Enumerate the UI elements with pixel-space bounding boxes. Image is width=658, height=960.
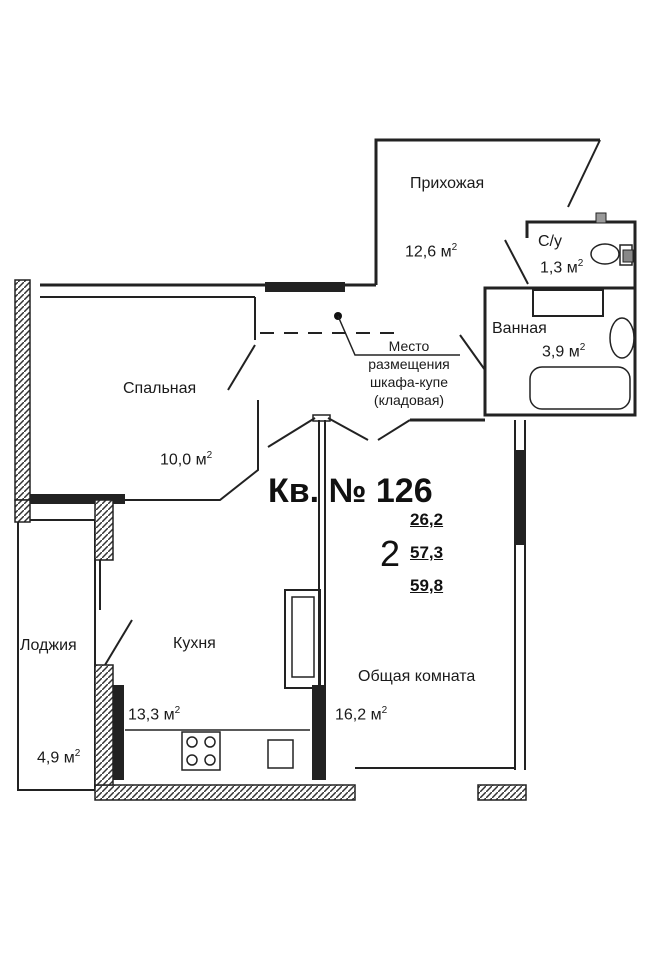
area-value: 3,9: [542, 343, 565, 361]
unit: м: [370, 706, 382, 724]
room-area-bedroom: 10,0 м2: [160, 450, 212, 469]
room-label-wc: С/у: [538, 233, 562, 250]
hatched-walls: [14, 279, 527, 801]
unit-power: 2: [381, 705, 388, 716]
room-area-hallway: 12,6 м2: [405, 242, 457, 261]
room-label-living-room: Общая комната: [358, 668, 476, 685]
unit-power: 2: [174, 705, 181, 716]
area-value: 1,3: [540, 259, 563, 277]
unit-power: 2: [577, 258, 584, 269]
unit: м: [163, 706, 175, 724]
unit-power: 2: [74, 748, 81, 759]
apartment-title: Кв. № 126: [268, 472, 433, 510]
unit: м: [195, 451, 207, 469]
note-line: (кладовая): [373, 392, 445, 408]
unit: м: [63, 749, 75, 767]
room-area-loggia: 4,9 м2: [37, 748, 80, 767]
room-count: 2: [380, 533, 401, 574]
room-area-living-room: 16,2 м2: [335, 705, 387, 724]
room-area-bathroom: 3,9 м2: [542, 342, 585, 361]
total-area-with-loggia: 59,8: [410, 576, 444, 595]
area-value: 4,9: [37, 749, 60, 767]
unit: м: [568, 343, 580, 361]
unit: м: [440, 243, 452, 261]
note-line: размещения: [368, 356, 450, 372]
room-area-wc: 1,3 м2: [540, 258, 583, 277]
room-label-bathroom: Ванная: [492, 320, 547, 337]
unit-power: 2: [206, 450, 213, 461]
area-value: 16,2: [335, 706, 367, 724]
area-value: 12,6: [405, 243, 437, 261]
area-value: 10,0: [160, 451, 192, 469]
unit-power: 2: [579, 342, 586, 353]
note-line: шкафа-купе: [369, 374, 449, 390]
room-label-bedroom: Спальная: [123, 380, 197, 397]
room-label-loggia: Лоджия: [20, 637, 77, 654]
area-value: 13,3: [128, 706, 160, 724]
room-area-kitchen: 13,3 м2: [128, 705, 180, 724]
wardrobe-note: Место размещения шкафа-купе (кладовая): [355, 337, 463, 409]
walls: [17, 138, 637, 791]
note-line: Место: [388, 338, 430, 354]
total-area: 57,3: [410, 543, 444, 562]
room-label-hallway: Прихожая: [410, 175, 485, 192]
unit-power: 2: [451, 242, 458, 253]
room-label-kitchen: Кухня: [173, 635, 216, 652]
unit: м: [566, 259, 578, 277]
living-area: 26,2: [410, 510, 444, 529]
